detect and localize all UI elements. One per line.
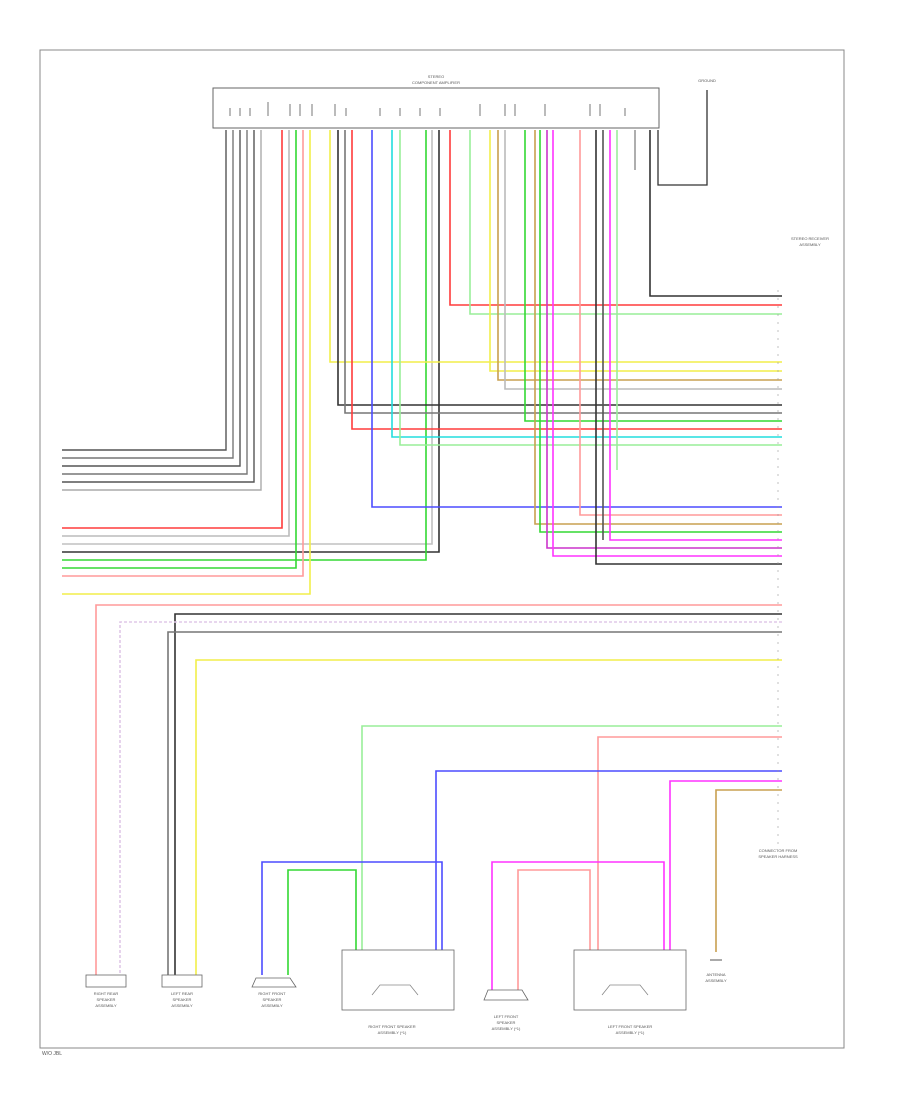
rear-speaker-wires (95, 604, 782, 975)
stereo-unit-label-line1: STEREO RECEIVER (791, 236, 829, 241)
antenna: ANTENNA ASSEMBLY (705, 959, 727, 983)
right-front-speaker-label-1: RIGHT FRONT (258, 991, 286, 996)
amplifier-label-line1: STEREO (428, 74, 444, 79)
right-front-tweeter: RIGHT FRONT SPEAKER ASSEMBLY (*1) (341, 949, 455, 1035)
left-rear-speaker: LEFT REAR SPEAKER ASSEMBLY (161, 974, 203, 1008)
right-front-tweeter-label-1: RIGHT FRONT SPEAKER (368, 1024, 415, 1029)
antenna-label-2: ASSEMBLY (705, 978, 727, 983)
left-front-tweeter-label-2: ASSEMBLY (*1) (616, 1030, 645, 1035)
left-rear-speaker-label-1: LEFT REAR (171, 991, 193, 996)
right-front-speaker: RIGHT FRONT SPEAKER ASSEMBLY (251, 977, 297, 1008)
antenna-label-1: ANTENNA (706, 972, 725, 977)
front-speaker-wires (261, 725, 782, 990)
ground-label: GROUND (698, 78, 716, 83)
left-upper-wires (62, 130, 262, 491)
left-front-speaker-label-3: ASSEMBLY (*1) (492, 1026, 521, 1031)
ground-connection: GROUND (657, 78, 716, 186)
right-upper-wires (329, 130, 782, 446)
right-rear-speaker-label-1: RIGHT REAR (94, 991, 119, 996)
left-front-speaker-label-2: SPEAKER (497, 1020, 516, 1025)
left-front-tweeter: LEFT FRONT SPEAKER ASSEMBLY (*1) (573, 949, 687, 1035)
left-rear-speaker-label-2: SPEAKER (173, 997, 192, 1002)
right-middle-wires (371, 130, 782, 565)
left-rear-speaker-label-3: ASSEMBLY (171, 1003, 193, 1008)
amplifier-pins (229, 102, 626, 116)
right-front-tweeter-label-2: ASSEMBLY (*1) (378, 1030, 407, 1035)
footer-label: W/O JBL (42, 1051, 62, 1057)
right-rear-speaker: RIGHT REAR SPEAKER ASSEMBLY (85, 974, 127, 1008)
right-rear-speaker-label-2: SPEAKER (97, 997, 116, 1002)
connector-harness-label-line2: SPEAKER HARNESS (758, 854, 798, 859)
left-front-tweeter-label-1: LEFT FRONT SPEAKER (608, 1024, 653, 1029)
amplifier-block: STEREO COMPONENT AMPLIFIER (212, 74, 660, 129)
right-front-speaker-label-3: ASSEMBLY (261, 1003, 283, 1008)
amplifier-label-line2: COMPONENT AMPLIFIER (412, 80, 460, 85)
left-middle-wires (62, 130, 440, 595)
diagram-border (39, 49, 845, 1049)
right-front-speaker-label-2: SPEAKER (263, 997, 282, 1002)
left-front-speaker-label-1: LEFT FRONT (494, 1014, 519, 1019)
connector-harness-label-line1: CONNECTOR FROM (759, 848, 798, 853)
left-front-speaker: LEFT FRONT SPEAKER ASSEMBLY (*1) (483, 989, 529, 1031)
right-rear-speaker-label-3: ASSEMBLY (95, 1003, 117, 1008)
stereo-unit-label-line2: ASSEMBLY (799, 242, 821, 247)
